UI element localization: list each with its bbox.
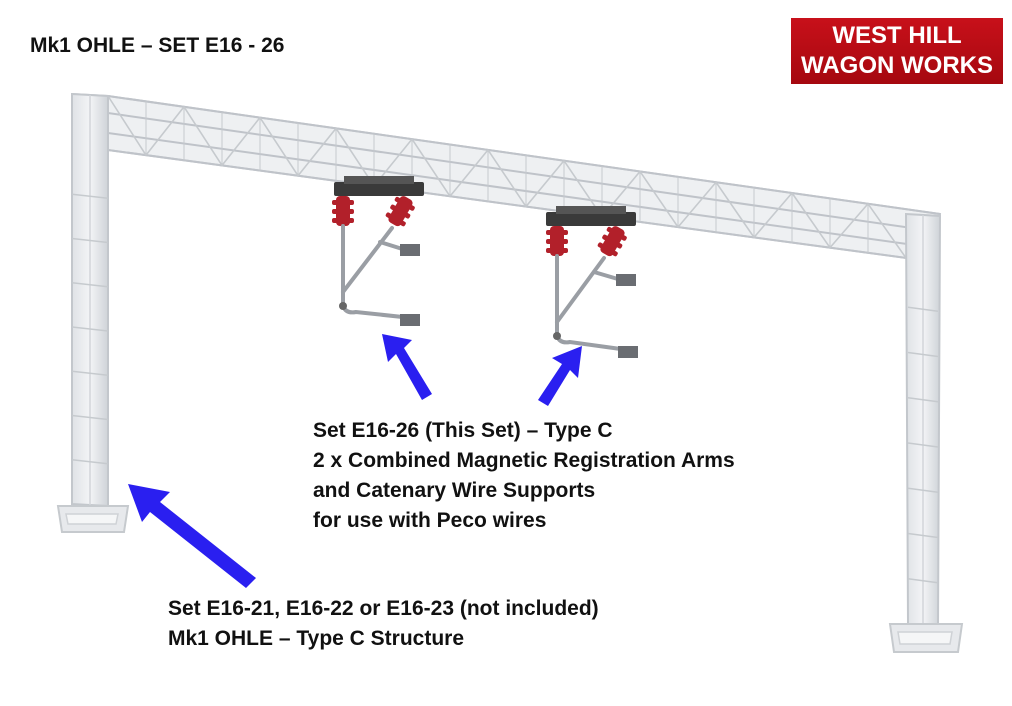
registration-arm-2	[546, 206, 638, 358]
structure-caption-line-2: Mk1 OHLE – Type C Structure	[168, 627, 465, 650]
insulator-1a	[332, 196, 354, 226]
logo-line-1: WEST HILL	[832, 22, 962, 49]
set-caption-line-1: Set E16-26 (This Set) – Type C	[313, 419, 613, 442]
registration-arm-1	[332, 176, 424, 326]
set-caption-line-2: 2 x Combined Magnetic Registration Arms	[313, 449, 735, 472]
arrow-up-right-icon	[538, 346, 582, 406]
right-mast	[888, 212, 964, 653]
insulator-2b	[597, 226, 627, 257]
insulator-1b	[385, 196, 415, 227]
boom-truss	[71, 92, 942, 264]
left-mast	[56, 92, 130, 533]
set-caption-line-3: and Catenary Wire Supports	[313, 479, 596, 502]
structure-caption: Set E16-21, E16-22 or E16-23 (not includ…	[168, 594, 599, 654]
arrow-up-left-icon	[382, 334, 432, 400]
logo-line-2: WAGON WORKS	[801, 52, 993, 79]
page-title: Mk1 OHLE – SET E16 - 26	[30, 34, 285, 57]
insulator-2a	[546, 226, 568, 256]
set-caption: Set E16-26 (This Set) – Type C 2 x Combi…	[313, 416, 735, 536]
arrow-up-left-icon	[128, 484, 256, 588]
structure-caption-line-1: Set E16-21, E16-22 or E16-23 (not includ…	[168, 597, 599, 620]
set-caption-line-4: for use with Peco wires	[313, 509, 547, 532]
brand-logo: WEST HILL WAGON WORKS	[791, 18, 1003, 84]
